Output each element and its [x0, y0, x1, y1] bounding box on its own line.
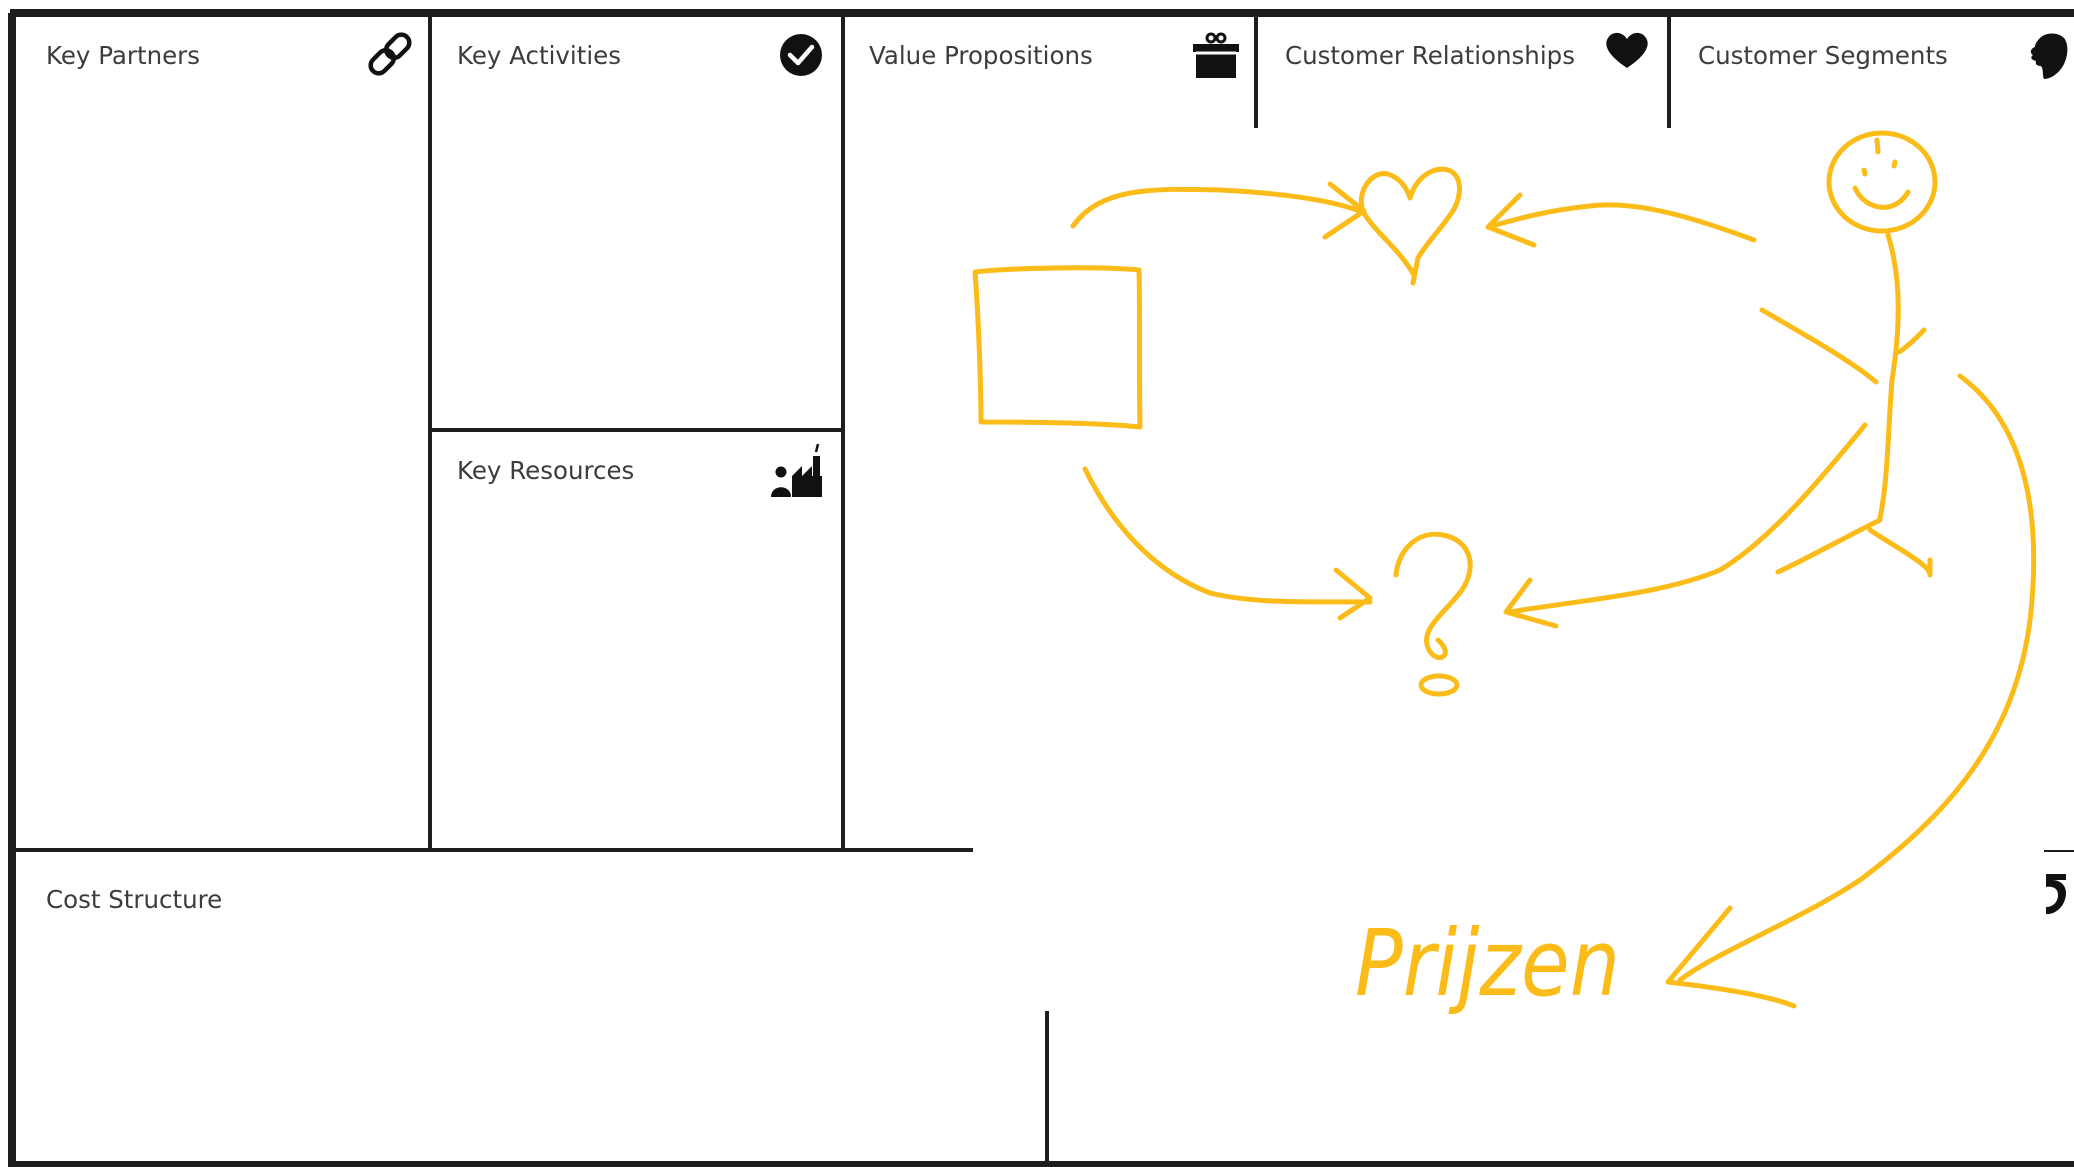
- sketch-person-face-eyes: [1861, 137, 1898, 177]
- sketch-square: [972, 265, 1143, 430]
- sketch-question-mark: [1393, 531, 1473, 660]
- link-icon: [368, 32, 412, 76]
- sketch-person-arm-right: [1896, 327, 1927, 355]
- sketch-arrow-right-heart-head: [1485, 192, 1537, 248]
- key-activities-title: Key Activities: [457, 41, 621, 70]
- value-propositions-title: Value Propositions: [869, 41, 1093, 70]
- customer-relationships-title: Customer Relationships: [1285, 41, 1575, 70]
- sketch-arrow-right-heart: [1489, 202, 1757, 243]
- heart-icon: [1606, 32, 1648, 68]
- sketch-arrow-to-prijzen-head: [1665, 905, 1797, 1009]
- sketch-person-leg-right: [1867, 527, 1933, 578]
- sketch-heart: [1358, 166, 1462, 286]
- sketch-person-face-smile: [1852, 185, 1911, 210]
- sketch-person-leg-left: [1775, 517, 1883, 575]
- sketch-arrow-square-question: [1082, 466, 1373, 605]
- sketch-arrow-left-heart: [1070, 186, 1363, 229]
- sketch-person-body: [1877, 232, 1901, 521]
- cost-structure-title: Cost Structure: [46, 885, 222, 914]
- sketch-arrow-to-prijzen: [1677, 373, 2037, 983]
- sketch-person-head: [1826, 130, 1938, 234]
- sketch-handwriting-prijzen: Prijzen: [1355, 910, 1620, 1017]
- sketch-question-dot: [1418, 673, 1460, 697]
- sketch-arrow-person-question: [1507, 422, 1868, 615]
- factory-worker-icon: [771, 443, 822, 497]
- gift-icon: [1193, 32, 1239, 78]
- sketch-arrow-square-question-head: [1333, 567, 1373, 621]
- money-bag-icon: [2046, 874, 2066, 915]
- sketch-person-arm-left: [1759, 307, 1879, 385]
- key-partners-title: Key Partners: [46, 41, 200, 70]
- sketch-cover-top: [973, 128, 2074, 850]
- sketch-arrow-left-heart-head: [1322, 181, 1367, 240]
- canvas-grid: [8, 9, 2074, 1167]
- check-circle-icon: [780, 34, 822, 76]
- key-resources-title: Key Resources: [457, 456, 634, 485]
- sketch-arrow-person-question-head: [1503, 577, 1559, 629]
- customer-segments-title: Customer Segments: [1698, 41, 1948, 70]
- whiteboard-sketch-layer: Prijzen: [972, 128, 2074, 1017]
- head-silhouette-icon: [2030, 33, 2068, 79]
